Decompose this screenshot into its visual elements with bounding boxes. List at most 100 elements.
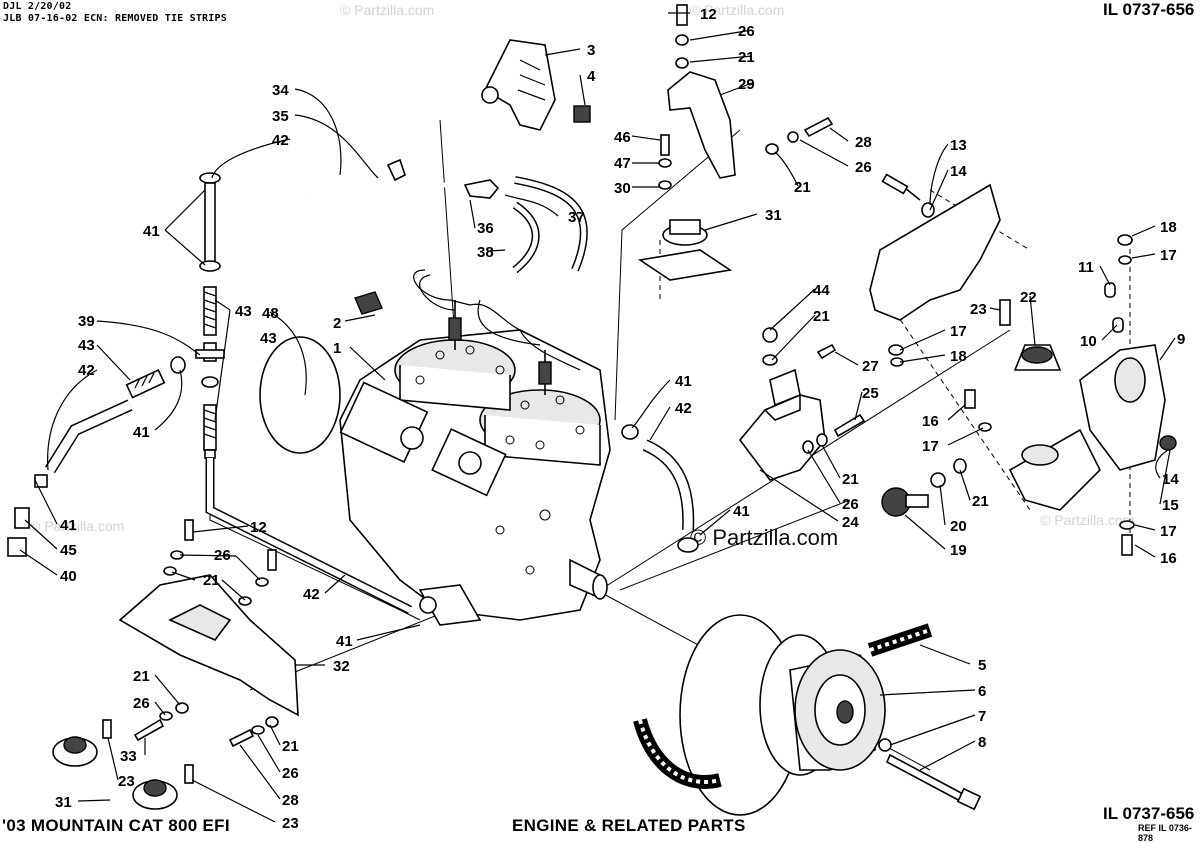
callout-8: 8 [978, 734, 986, 751]
right-engine-mount [869, 173, 1177, 556]
callout-1: 1 [333, 340, 341, 357]
callout-7: 7 [978, 708, 986, 725]
revision-note: JLB 07-16-02 ECN: REMOVED TIE STRIPS [3, 13, 227, 24]
callout-21: 21 [794, 179, 811, 196]
fuel-line-assembly [195, 172, 413, 615]
callout-16: 16 [1160, 550, 1177, 567]
callout-42: 42 [675, 400, 692, 417]
callout-15: 15 [1162, 497, 1179, 514]
leader-lines [19, 12, 1176, 823]
drive-clutch-assembly [633, 614, 982, 816]
callout-29: 29 [738, 76, 755, 93]
callout-43: 43 [78, 337, 95, 354]
callout-31: 31 [55, 794, 72, 811]
callout-21: 21 [203, 572, 220, 589]
callout-20: 20 [950, 518, 967, 535]
callout-41: 41 [143, 223, 160, 240]
callout-41: 41 [336, 633, 353, 650]
callout-19: 19 [950, 542, 967, 559]
callout-46: 46 [614, 129, 631, 146]
callout-33: 33 [120, 748, 137, 765]
callout-30: 30 [614, 180, 631, 197]
callout-16: 16 [922, 413, 939, 430]
callout-47: 47 [614, 155, 631, 172]
engine-assembly [339, 269, 611, 626]
callout-45: 45 [60, 542, 77, 559]
partzilla-watermark: © Partzilla.com [690, 525, 839, 550]
drafter-note: DJL 2/20/02 [3, 1, 72, 12]
air-intake-cover [259, 336, 341, 454]
callout-43: 43 [260, 330, 277, 347]
callout-14: 14 [950, 163, 967, 180]
callout-23: 23 [970, 301, 987, 318]
callout-6: 6 [978, 683, 986, 700]
callout-44: 44 [813, 282, 830, 299]
callout-25: 25 [862, 385, 879, 402]
callout-41: 41 [675, 373, 692, 390]
callout-42: 42 [78, 362, 95, 379]
callout-10: 10 [1080, 333, 1097, 350]
callout-21: 21 [972, 493, 989, 510]
callout-26: 26 [214, 547, 231, 564]
faint-watermark: © Partzilla.com [30, 518, 125, 534]
callout-26: 26 [855, 159, 872, 176]
callout-41: 41 [733, 503, 750, 520]
callout-21: 21 [133, 668, 150, 685]
callout-17: 17 [950, 323, 967, 340]
callout-26: 26 [738, 23, 755, 40]
callout-21: 21 [738, 49, 755, 66]
gasket [354, 291, 383, 315]
callout-26: 26 [282, 765, 299, 782]
callout-labels: 3 4 34 35 42 41 43 43 39 43 42 41 48 2 1… [55, 6, 1185, 832]
callout-17: 17 [1160, 523, 1177, 540]
callout-4: 4 [587, 68, 596, 85]
illustration-number-top: IL 0737-656 [1103, 0, 1195, 19]
callout-26: 26 [133, 695, 150, 712]
model-title: '03 MOUNTAIN CAT 800 EFI [2, 816, 230, 835]
callout-27: 27 [862, 358, 879, 375]
callout-13: 13 [950, 137, 967, 154]
callout-23: 23 [118, 773, 135, 790]
faint-watermark: © Partzilla.com [340, 2, 435, 18]
faint-watermark: © Partzilla.com [1040, 512, 1135, 528]
front-engine-mount-plate [52, 519, 299, 810]
right-fuel-hose [621, 424, 699, 553]
callout-21: 21 [282, 738, 299, 755]
torque-rod-bracket [738, 327, 866, 481]
callout-38: 38 [477, 244, 494, 261]
callout-17: 17 [1160, 247, 1177, 264]
callout-28: 28 [855, 134, 872, 151]
faint-watermark: © Partzilla.com [690, 2, 785, 18]
callout-42: 42 [272, 132, 289, 149]
callout-48: 48 [262, 305, 279, 322]
section-title: ENGINE & RELATED PARTS [512, 816, 746, 835]
callout-11: 11 [1078, 259, 1094, 276]
callout-34: 34 [272, 82, 289, 99]
callout-28: 28 [282, 792, 299, 809]
callout-39: 39 [78, 313, 95, 330]
callout-36: 36 [477, 220, 494, 237]
callout-18: 18 [1160, 219, 1177, 236]
callout-43: 43 [235, 303, 252, 320]
callout-32: 32 [333, 658, 350, 675]
callout-17: 17 [922, 438, 939, 455]
callout-14: 14 [1162, 471, 1179, 488]
callout-12: 12 [250, 519, 267, 536]
left-fuel-hose [7, 356, 186, 557]
callout-2: 2 [333, 315, 341, 332]
callout-21: 21 [813, 308, 830, 325]
illustration-number-bottom: IL 0737-656 [1103, 804, 1195, 823]
callout-41: 41 [133, 424, 150, 441]
callout-41: 41 [60, 517, 77, 534]
callout-26: 26 [842, 496, 859, 513]
callout-31: 31 [765, 207, 782, 224]
callout-35: 35 [272, 108, 289, 125]
top-mount-bracket [481, 39, 591, 131]
callout-5: 5 [978, 657, 986, 674]
callout-40: 40 [60, 568, 77, 585]
callout-24: 24 [842, 514, 859, 531]
callout-22: 22 [1020, 289, 1037, 306]
callout-42: 42 [303, 586, 320, 603]
callout-18: 18 [950, 348, 967, 365]
